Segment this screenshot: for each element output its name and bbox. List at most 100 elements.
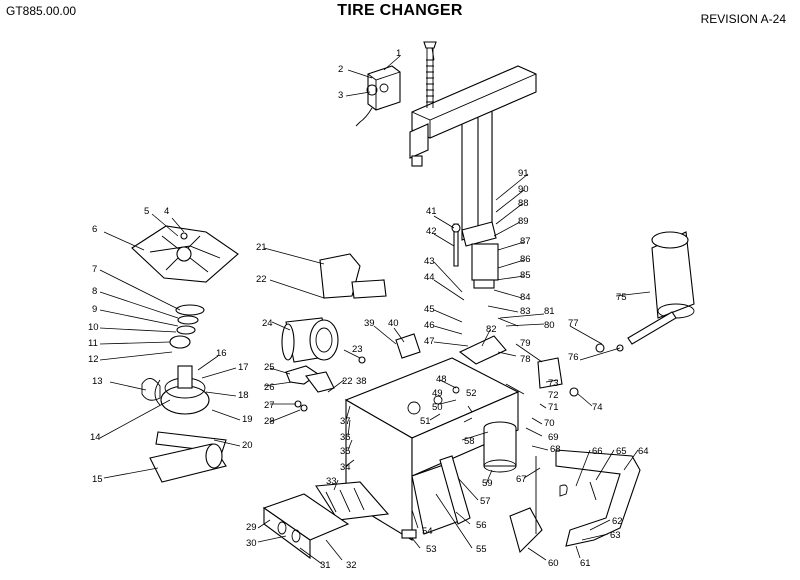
callout-2: 2 (338, 64, 343, 75)
callout-70: 70 (544, 418, 555, 429)
callout-89: 89 (518, 216, 529, 227)
callout-83: 83 (520, 306, 531, 317)
callout-24: 24 (262, 318, 273, 329)
callout-23: 23 (352, 344, 363, 355)
callout-54: 54 (422, 526, 433, 537)
callout-91: 91 (518, 168, 529, 179)
callout-67: 67 (516, 474, 527, 485)
revision-label: REVISION A-24 (700, 12, 786, 26)
callout-9: 9 (92, 304, 97, 315)
small-parts (358, 223, 624, 501)
callout-45: 45 (424, 304, 435, 315)
callout-29: 29 (246, 522, 257, 533)
callout-40: 40 (388, 318, 399, 329)
callout-14: 14 (90, 432, 101, 443)
callout-64: 64 (638, 446, 649, 457)
callout-77: 77 (568, 318, 579, 329)
callout-7: 7 (92, 264, 97, 275)
callout-28: 28 (264, 416, 275, 427)
callout-51: 51 (420, 416, 431, 427)
callout-10: 10 (88, 322, 99, 333)
callout-82: 82 (486, 324, 497, 335)
control-box (355, 65, 401, 127)
callout-57: 57 (480, 496, 491, 507)
callout-37: 37 (340, 416, 351, 427)
callout-68: 68 (550, 444, 561, 455)
callout-5: 5 (144, 206, 149, 217)
callout-32: 32 (346, 560, 357, 571)
callout-50: 50 (432, 402, 443, 413)
callout-69: 69 (548, 432, 559, 443)
callout-53: 53 (426, 544, 437, 555)
leader-lines (99, 55, 651, 565)
callout-20: 20 (242, 440, 253, 451)
callout-49: 49 (432, 388, 443, 399)
valve-assembly (285, 365, 335, 412)
callout-43: 43 (424, 256, 435, 267)
callout-11: 11 (88, 338, 98, 349)
callout-3: 3 (338, 90, 343, 101)
callout-15: 15 (92, 474, 103, 485)
callout-44: 44 (424, 272, 435, 283)
bead-breaker-arm (509, 449, 641, 554)
callout-39: 39 (364, 318, 375, 329)
callout-56: 56 (476, 520, 487, 531)
callout-61: 61 (580, 558, 591, 569)
callout-84: 84 (520, 292, 531, 303)
callout-63: 63 (610, 530, 621, 541)
callout-73: 73 (548, 378, 559, 389)
callout-22-second: 22 (342, 376, 353, 387)
diagram-title: TIRE CHANGER (337, 2, 463, 19)
callout-72: 72 (548, 390, 559, 401)
callout-41: 41 (426, 206, 437, 217)
callout-52: 52 (466, 388, 477, 399)
callout-66: 66 (592, 446, 603, 457)
callout-34: 34 (340, 462, 351, 473)
callout-58: 58 (464, 436, 475, 447)
callout-21: 21 (256, 242, 267, 253)
callout-33: 33 (326, 476, 337, 487)
callout-76: 76 (568, 352, 579, 363)
callout-75: 75 (616, 292, 627, 303)
callout-19: 19 (242, 414, 253, 425)
callout-48: 48 (436, 374, 447, 385)
callout-90: 90 (518, 184, 529, 195)
callout-88: 88 (518, 198, 529, 209)
turntable (131, 225, 239, 483)
callout-71: 71 (548, 402, 559, 413)
callout-8: 8 (92, 286, 97, 297)
callout-38: 38 (356, 376, 367, 387)
callout-87: 87 (520, 236, 531, 247)
column-arm-assembly (409, 41, 537, 247)
callout-85: 85 (520, 270, 531, 281)
callout-12: 12 (88, 354, 99, 365)
callout-74: 74 (592, 402, 603, 413)
air-tank (627, 231, 695, 345)
air-cylinder (483, 421, 517, 473)
callout-80: 80 (544, 320, 555, 331)
callout-35: 35 (340, 446, 351, 457)
callout-81: 81 (544, 306, 555, 317)
callout-numbers: 1 2 3 4 5 6 7 8 9 10 11 12 13 14 15 16 1… (88, 48, 649, 571)
callout-46: 46 (424, 320, 435, 331)
callout-60: 60 (548, 558, 559, 569)
callout-18: 18 (238, 390, 249, 401)
callout-27: 27 (264, 400, 275, 411)
callout-78: 78 (520, 354, 531, 365)
callout-36: 36 (340, 432, 351, 443)
main-cabinet (262, 357, 520, 560)
document-code: GT885.00.00 (6, 4, 77, 18)
callout-26: 26 (264, 382, 275, 393)
callout-47: 47 (424, 336, 435, 347)
callout-25: 25 (264, 362, 275, 373)
callout-30: 30 (246, 538, 257, 549)
callout-17: 17 (238, 362, 249, 373)
callout-55: 55 (476, 544, 487, 555)
callout-31: 31 (320, 560, 331, 571)
callout-65: 65 (616, 446, 627, 457)
callout-1: 1 (396, 48, 401, 59)
callout-59: 59 (482, 478, 493, 489)
callout-86: 86 (520, 254, 531, 265)
callout-22: 22 (256, 274, 267, 285)
callout-6: 6 (92, 224, 97, 235)
